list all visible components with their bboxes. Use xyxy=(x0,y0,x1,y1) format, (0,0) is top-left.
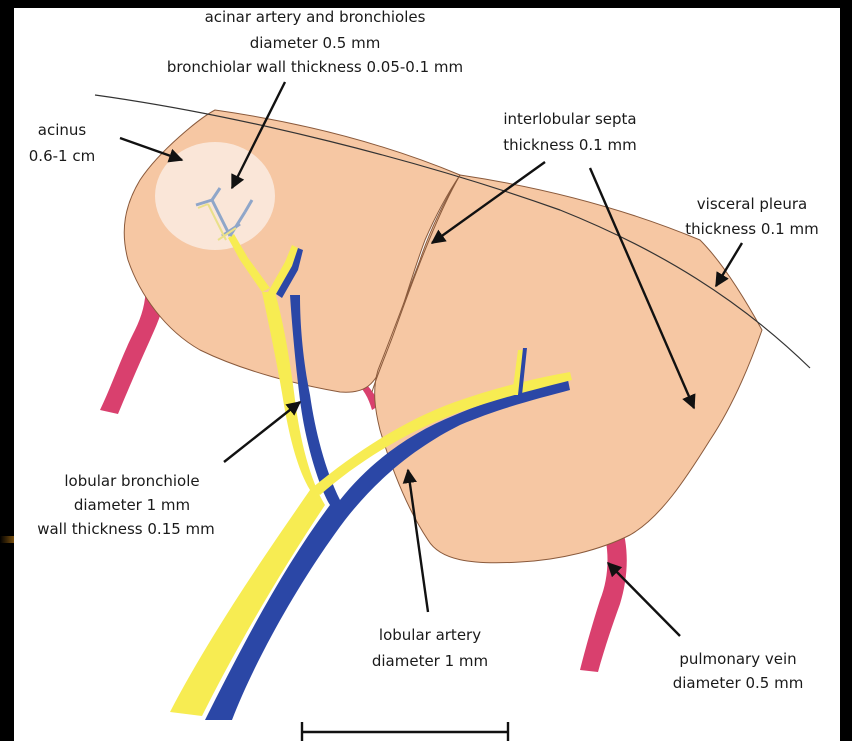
acinus-title: acinus xyxy=(38,121,87,139)
acinar-title: acinar artery and bronchioles xyxy=(205,8,426,26)
septa-title: interlobular septa xyxy=(503,110,636,128)
pleura-title: visceral pleura xyxy=(697,195,807,213)
bronchiole-wall: wall thickness 0.15 mm xyxy=(37,520,215,538)
vein-diameter: diameter 0.5 mm xyxy=(673,674,804,692)
acinar-diameter: diameter 0.5 mm xyxy=(250,34,381,52)
pleura-thickness: thickness 0.1 mm xyxy=(685,220,818,238)
acinus-size: 0.6-1 cm xyxy=(29,147,95,165)
artery-diameter: diameter 1 mm xyxy=(372,652,488,670)
septa-thickness: thickness 0.1 mm xyxy=(503,136,636,154)
bronchiole-diameter: diameter 1 mm xyxy=(74,496,190,514)
bronchiole-title: lobular bronchiole xyxy=(64,472,199,490)
acinar-wall: bronchiolar wall thickness 0.05-0.1 mm xyxy=(167,58,463,76)
vein-title: pulmonary vein xyxy=(679,650,796,668)
artery-title: lobular artery xyxy=(379,626,481,644)
